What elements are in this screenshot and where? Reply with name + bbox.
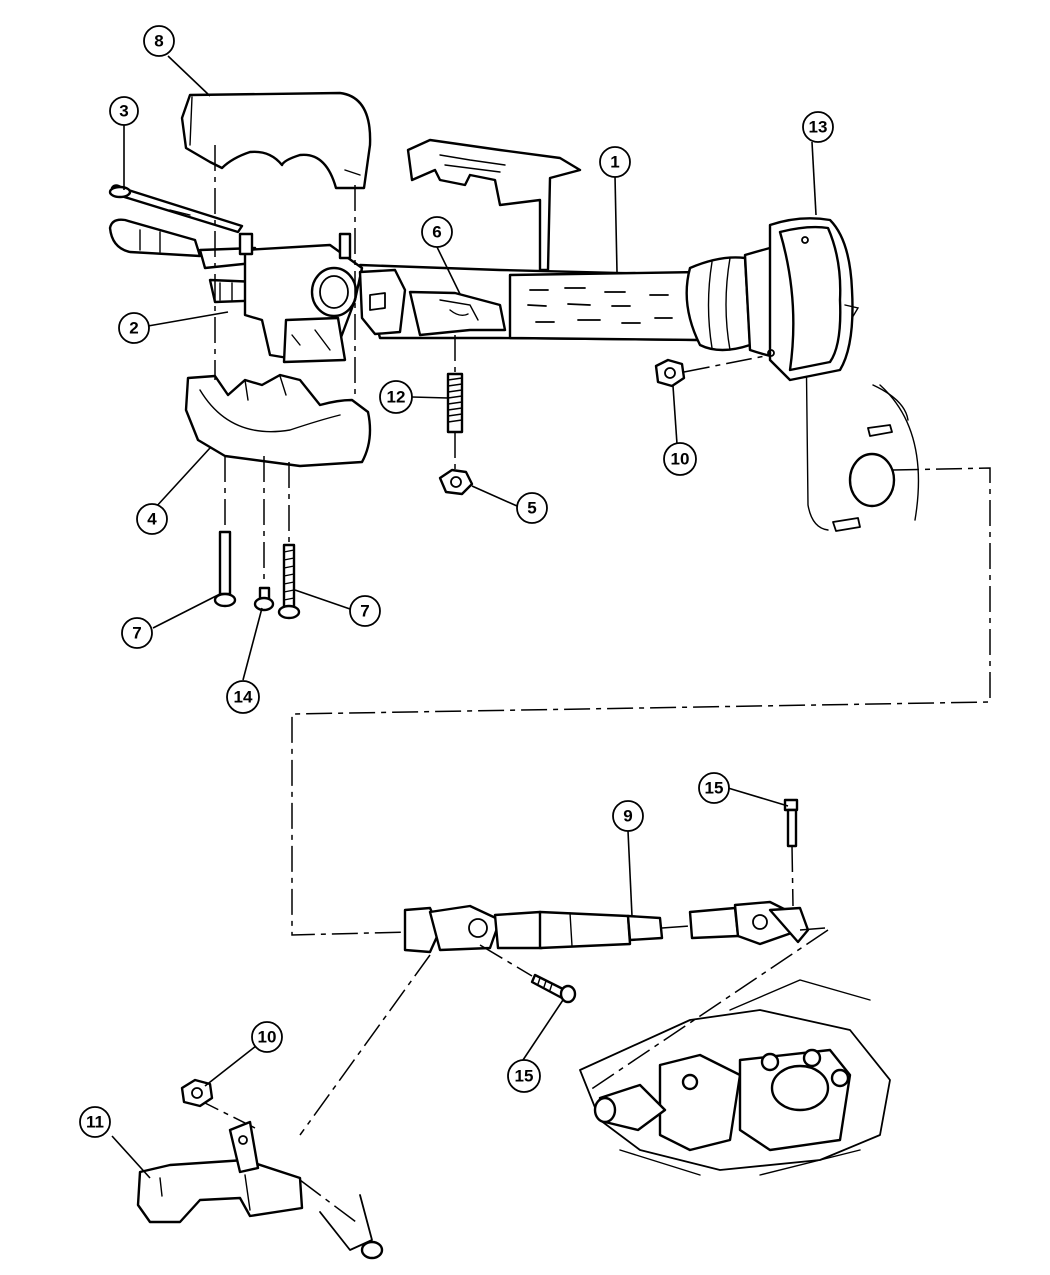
callout-13: 13 [802, 111, 834, 143]
callout-15-upper-label: 15 [705, 779, 724, 798]
callout-4-label: 4 [147, 510, 157, 529]
callout-12: 12 [379, 380, 413, 414]
callout-1-label: 1 [610, 153, 619, 172]
callout-12-label: 12 [387, 388, 406, 407]
leader-lines [111, 55, 817, 1179]
hex-nut [438, 468, 474, 496]
callout-5: 5 [516, 492, 548, 524]
callout-7-left: 7 [121, 617, 153, 649]
turn-signal-lever [108, 184, 244, 234]
callout-10-lower-label: 10 [258, 1028, 277, 1047]
intermediate-shaft [403, 900, 826, 954]
callout-5-label: 5 [527, 499, 536, 518]
column-clip [408, 290, 507, 337]
callout-15-upper: 15 [698, 772, 730, 804]
flange-nut-upper [654, 358, 686, 388]
callout-4: 4 [136, 503, 168, 535]
screw-right [277, 543, 301, 620]
callout-9: 9 [612, 800, 644, 832]
callout-15-lower-label: 15 [515, 1067, 534, 1086]
callout-11: 11 [79, 1106, 111, 1138]
callout-14: 14 [226, 680, 260, 714]
callout-6: 6 [421, 216, 453, 248]
ignition-lock-cylinder [310, 266, 407, 336]
callout-8: 8 [143, 25, 175, 57]
dash-panel-outline [804, 244, 920, 532]
callout-8-label: 8 [154, 32, 163, 51]
callout-7-right: 7 [349, 595, 381, 627]
callout-1: 1 [599, 146, 631, 178]
callout-7-right-label: 7 [360, 602, 369, 621]
callout-15-lower: 15 [507, 1059, 541, 1093]
lower-shield-bracket [136, 1120, 384, 1260]
callout-6-label: 6 [432, 223, 441, 242]
callout-10-upper-label: 10 [671, 450, 690, 469]
callout-7-left-label: 7 [132, 624, 141, 643]
screw-left [213, 530, 237, 608]
callout-11-label: 11 [86, 1113, 104, 1132]
screw-short [253, 586, 275, 612]
callout-2-label: 2 [129, 319, 138, 338]
pinch-bolt-upper [783, 798, 799, 907]
callout-14-label: 14 [234, 688, 253, 707]
lower-shroud [184, 373, 372, 468]
callout-3-label: 3 [119, 102, 128, 121]
callout-3: 3 [109, 96, 139, 126]
callout-10-lower: 10 [251, 1021, 283, 1053]
callout-9-label: 9 [623, 807, 632, 826]
instrument-panel-bracket [406, 138, 582, 272]
callout-13-label: 13 [809, 118, 828, 137]
flange-nut-lower [180, 1078, 214, 1108]
steering-gear [579, 979, 891, 1176]
dash-seal-boot [767, 217, 860, 382]
callout-10-upper: 10 [663, 442, 697, 476]
multifunction-switch [108, 218, 364, 364]
stud-bolt [446, 372, 464, 434]
upper-shroud [180, 91, 372, 190]
callout-2: 2 [118, 312, 150, 344]
upper-alignment-lines [214, 145, 771, 585]
connection-route-line [291, 467, 991, 936]
pinch-bolt-lower [479, 944, 577, 1004]
